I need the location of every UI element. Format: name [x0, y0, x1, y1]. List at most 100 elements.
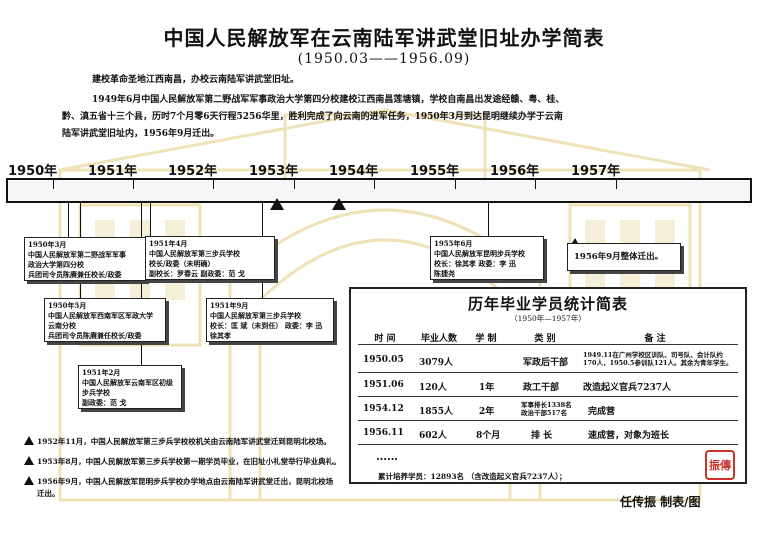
connector-1951-04 [150, 203, 151, 236]
event-box-1951-04: 1951年4月 中国人民解放军第三步兵学校 校长/政委（未明确） 副校长：罗春云… [145, 236, 275, 280]
note-text: 1956年9月，中国人民解放军昆明步兵学校办学地点由云南陆军讲武堂迁出，昆明北校… [37, 477, 334, 486]
intro-line-4: 陆军讲武堂旧址内，1956年9月迁出。 [62, 129, 220, 139]
event-line: 校长/政委（未明确） [149, 259, 215, 268]
stats-total: 累计培养学员：12893名 （含改造起义官兵7237人）； [378, 472, 567, 481]
event-line: 1956年9月整体迁出。 [574, 252, 664, 262]
stats-row-3-term: 2年 [479, 407, 495, 417]
stats-row-4-category: 排 长 [531, 431, 553, 441]
stats-row-1-remark-b: 170人，1950.5参训队121人。其余为青年学生。 [583, 359, 733, 367]
tick-1955 [455, 180, 456, 189]
stats-row-1-category: 军政后干部 [523, 358, 569, 368]
event-line: 1951年2月 [82, 368, 121, 377]
event-line: 陈捷尧 [434, 269, 455, 278]
stats-subtitle: （1950年—1957年） [510, 314, 586, 323]
connector-1950-03 [68, 203, 69, 237]
stats-row-3-category-a: 军事排长1338名 [521, 401, 572, 409]
note-text: 1953年8月，中国人民解放军第三步兵学校第一期学员毕业，在旧址小礼堂举行毕业典… [37, 457, 341, 466]
intro-line-1: 建校革命圣地江西南昌，办校云南陆军讲武堂旧址。 [92, 75, 300, 85]
event-box-1955-06: 1955年6月 中国人民解放军昆明步兵学校 校长：徐其孝 政委：李 迅 陈捷尧 [430, 236, 544, 280]
year-label-1953: 1953年 [249, 164, 299, 179]
event-line: 1955年6月 [434, 239, 473, 248]
author-credit: 任传振 制表/图 [620, 495, 701, 509]
event-line: 校长：徐其孝 政委：李 迅 [434, 259, 516, 268]
note-1952-11: 1952年11月，中国人民解放军第三步兵学校校机关由云南陆军讲武堂迁到昆明北校场… [24, 436, 354, 447]
event-line: 政治大学第四分校 [28, 260, 84, 269]
stats-row-divider [358, 396, 738, 397]
event-line: 校长：匡 斌（未到任） 政委：李 迅 [210, 321, 323, 330]
stats-header-count: 毕业人数 [420, 334, 457, 344]
year-label-1955: 1955年 [410, 164, 460, 179]
stats-row-2-time: 1951.06 [363, 380, 404, 390]
stats-row-3-remark: 完成营 [588, 407, 616, 417]
stats-row-divider [358, 420, 738, 421]
stats-header-divider [358, 344, 738, 345]
stats-row-3-category-b: 政治干部517名 [521, 409, 568, 417]
event-line: 副政委：范 戈 [82, 398, 127, 407]
stats-row-3-time: 1954.12 [363, 404, 404, 414]
event-line: 兵团司令员陈赓兼任校长/政委 [28, 270, 122, 279]
event-box-1950-03: 1950年3月 中国人民解放军第二野战军军事 政治大学第四分校 兵团司令员陈赓兼… [24, 237, 146, 281]
note-1956-09-cont: 迁出。 [37, 489, 60, 498]
triangle-marker-1952-11 [270, 198, 284, 210]
event-line: 兵团司令员陈赓兼任校长/政委 [48, 331, 142, 340]
event-line: 步兵学校 [82, 388, 110, 397]
event-line: 中国人民解放军云南军区初级 [82, 378, 173, 387]
year-label-1950: 1950年 [8, 164, 58, 179]
stats-row-1-count: 3079人 [419, 358, 454, 368]
event-line: 1950年5月 [48, 301, 87, 310]
note-1956-09: 1956年9月，中国人民解放军昆明步兵学校办学地点由云南陆军讲武堂迁出，昆明北校… [24, 476, 354, 487]
tick-1957 [616, 180, 617, 189]
stats-row-2-term: 1年 [479, 383, 495, 393]
year-label-1951: 1951年 [88, 164, 138, 179]
stats-row-2-count: 120人 [419, 383, 447, 393]
stats-row-4-remark: 速成营，对象为班长 [588, 431, 670, 441]
event-line: 1951年4月 [149, 239, 188, 248]
tick-1952 [213, 180, 214, 189]
event-box-1951-02: 1951年2月 中国人民解放军云南军区初级 步兵学校 副政委：范 戈 [78, 365, 182, 409]
event-box-1956-09: 1956年9月整体迁出。 [567, 243, 681, 271]
note-1953-08: 1953年8月，中国人民解放军第三步兵学校第一期学员毕业，在旧址小礼堂举行毕业典… [24, 456, 354, 467]
event-line: 中国人民解放军第二野战军军事 [28, 250, 126, 259]
stats-row-4-term: 8个月 [476, 431, 501, 441]
tick-1951 [133, 180, 134, 189]
stats-header-remark: 备 注 [644, 334, 666, 344]
event-line: 徐其孝 [210, 331, 231, 340]
page-title: 中国人民解放军在云南陆军讲武堂旧址办学简表 [163, 26, 605, 50]
connector-1951-02 [141, 203, 142, 365]
stats-header-category: 类 别 [534, 334, 556, 344]
stats-row-2-category: 政工干部 [523, 383, 560, 393]
stats-row-divider [358, 372, 738, 373]
event-box-1951-09: 1951年9月 中国人民解放军第三步兵学校 校长：匡 斌（未到任） 政委：李 迅… [206, 298, 334, 342]
triangle-icon [24, 456, 34, 465]
tick-1954 [374, 180, 375, 189]
event-line: 1951年9月 [210, 301, 249, 310]
year-label-1956: 1956年 [490, 164, 540, 179]
stats-row-1-remark-a: 1949.11在广州学校区训队、司号队、会计队约 [583, 351, 723, 359]
tick-1956 [535, 180, 536, 189]
stats-row-3-count: 1855人 [419, 407, 454, 417]
stats-row-1-time: 1950.05 [363, 355, 404, 365]
connector-1955-06 [488, 203, 489, 236]
graduate-stats-panel [349, 287, 747, 484]
event-line: 中国人民解放军昆明步兵学校 [434, 249, 525, 258]
stats-row-2-remark: 改造起义官兵7237人 [583, 383, 672, 393]
event-line: 中国人民解放军西南军区军政大学 [48, 311, 153, 320]
tick-1950 [53, 180, 54, 189]
event-line: 1950年3月 [28, 240, 67, 249]
seal-stamp: 振傳 [705, 450, 735, 480]
stats-ellipsis: …… [376, 450, 398, 463]
stats-header-term: 学 制 [475, 334, 497, 344]
stats-row-divider [358, 444, 738, 445]
event-box-1950-05: 1950年5月 中国人民解放军西南军区军政大学 云南分校 兵团司令员陈赓兼任校长… [44, 298, 166, 342]
stats-row-4-time: 1956.11 [363, 428, 404, 438]
triangle-icon [24, 436, 34, 445]
stats-header-time: 时 间 [374, 334, 396, 344]
event-line: 中国人民解放军第三步兵学校 [210, 311, 301, 320]
triangle-marker-1953-08 [332, 198, 346, 210]
event-line: 副校长：罗春云 副政委：范 戈 [149, 269, 245, 278]
year-label-1957: 1957年 [571, 164, 621, 179]
note-text: 1952年11月，中国人民解放军第三步兵学校校机关由云南陆军讲武堂迁到昆明北校场… [37, 437, 331, 446]
timeline-axis [6, 178, 752, 203]
year-label-1954: 1954年 [329, 164, 379, 179]
event-line: 中国人民解放军第三步兵学校 [149, 249, 240, 258]
